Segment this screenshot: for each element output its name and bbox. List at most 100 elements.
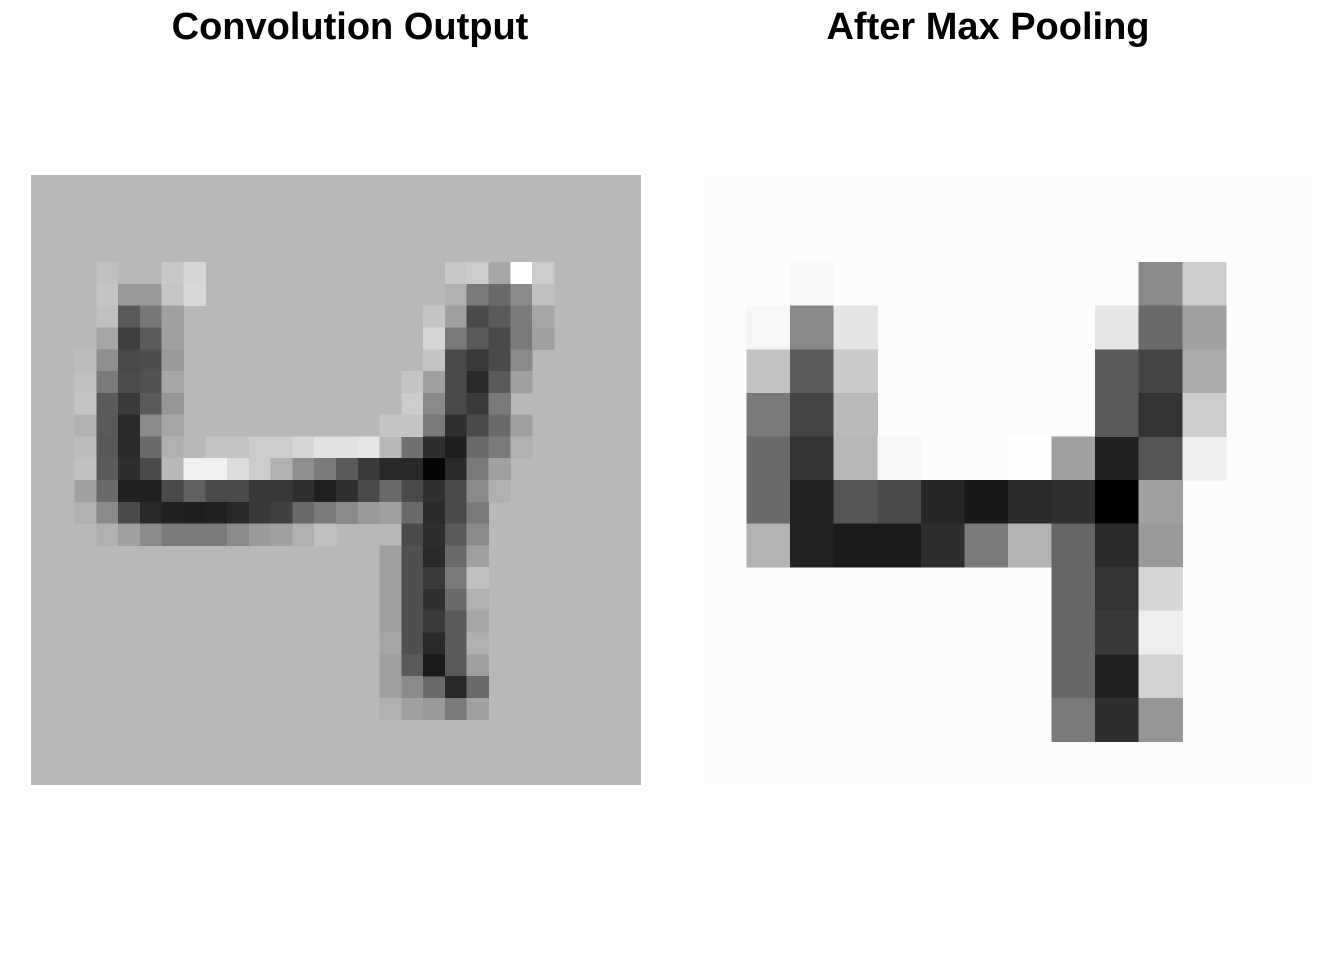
pool-cell-r7-c10: [1138, 480, 1183, 525]
conv-cell-r9-c5: [139, 371, 163, 394]
conv-cell-r6-c4: [118, 305, 141, 328]
conv-cell-r12-c21: [488, 436, 511, 459]
conv-cell-r15-c3: [96, 501, 119, 525]
pool-cell-r2-c10: [1138, 262, 1183, 307]
conv-cell-r9-c21: [488, 371, 511, 394]
conv-cell-r15-c10: [248, 501, 272, 525]
conv-cell-r12-c19: [444, 436, 468, 459]
conv-cell-r5-c5: [139, 283, 163, 307]
pool-cell-r12-c10: [1138, 697, 1183, 742]
conv-cell-r4-c20: [466, 262, 489, 285]
conv-cell-r16-c12: [292, 523, 315, 546]
conv-cell-r14-c3: [96, 480, 119, 503]
pool-cell-r6-c2: [790, 436, 835, 481]
pool-cell-r4-c9: [1095, 349, 1140, 394]
conv-cell-r20-c18: [423, 610, 446, 633]
conv-cell-r12-c10: [248, 436, 272, 459]
conv-cell-r19-c20: [466, 588, 489, 612]
conv-cell-r15-c6: [161, 501, 184, 525]
pool-cell-r7-c5: [920, 480, 965, 525]
conv-cell-r18-c19: [444, 567, 468, 590]
conv-cell-r23-c16: [379, 676, 402, 699]
conv-cell-r7-c4: [118, 327, 141, 350]
conv-cell-r13-c20: [466, 458, 489, 481]
conv-cell-r15-c17: [401, 501, 424, 525]
conv-cell-r13-c11: [270, 458, 293, 481]
conv-cell-r16-c5: [139, 523, 163, 546]
conv-cell-r8-c2: [74, 349, 97, 372]
pool-cell-r12-c8: [1051, 697, 1096, 742]
conv-cell-r7-c22: [510, 327, 533, 350]
conv-cell-r18-c16: [379, 567, 402, 590]
conv-cell-r8-c22: [510, 349, 533, 372]
conv-cell-r16-c17: [401, 523, 424, 546]
conv-cell-r17-c20: [466, 545, 489, 568]
conv-cell-r13-c21: [488, 458, 511, 481]
conv-cell-r9-c19: [444, 371, 468, 394]
conv-cell-r16-c10: [248, 523, 272, 546]
pool-cell-r7-c3: [833, 480, 878, 525]
pool-cell-r10-c10: [1138, 610, 1183, 655]
conv-cell-r20-c16: [379, 610, 402, 633]
conv-cell-r7-c6: [161, 327, 184, 350]
conv-cell-r4-c6: [161, 262, 184, 285]
conv-cell-r10-c4: [118, 392, 141, 416]
conv-cell-r15-c2: [74, 501, 97, 525]
conv-cell-r14-c5: [139, 480, 163, 503]
conv-cell-r10-c18: [423, 392, 446, 416]
pool-cell-r6-c1: [746, 436, 791, 481]
conv-cell-r4-c23: [532, 262, 555, 285]
conv-cell-r11-c2: [74, 414, 97, 437]
pool-cell-r3-c1: [746, 305, 791, 350]
conv-cell-r11-c5: [139, 414, 163, 437]
conv-cell-r15-c13: [314, 501, 337, 525]
conv-cell-r9-c18: [423, 371, 446, 394]
conv-cell-r20-c19: [444, 610, 468, 633]
pool-cell-r6-c3: [833, 436, 878, 481]
conv-cell-r8-c6: [161, 349, 184, 372]
conv-cell-r9-c3: [96, 371, 119, 394]
conv-cell-r13-c2: [74, 458, 97, 481]
conv-cell-r5-c22: [510, 283, 533, 307]
conv-cell-r23-c17: [401, 676, 424, 699]
conv-cell-r8-c5: [139, 349, 163, 372]
pool-cell-r9-c10: [1138, 567, 1183, 612]
conv-cell-r12-c17: [401, 436, 424, 459]
conv-cell-r9-c17: [401, 371, 424, 394]
conv-cell-r21-c20: [466, 632, 489, 655]
conv-cell-r16-c13: [314, 523, 337, 546]
conv-cell-r7-c3: [96, 327, 119, 350]
conv-cell-r14-c8: [205, 480, 228, 503]
conv-cell-r5-c19: [444, 283, 468, 307]
conv-cell-r7-c5: [139, 327, 163, 350]
conv-cell-r15-c5: [139, 501, 163, 525]
conv-cell-r12-c14: [336, 436, 359, 459]
conv-cell-r24-c20: [466, 697, 489, 721]
conv-cell-r13-c12: [292, 458, 315, 481]
pool-cell-r3-c9: [1095, 305, 1140, 350]
conv-cell-r16-c20: [466, 523, 489, 546]
conv-cell-r6-c23: [532, 305, 555, 328]
conv-cell-r14-c14: [336, 480, 359, 503]
convolution-heatmap: [31, 175, 641, 785]
pool-cell-r4-c3: [833, 349, 878, 394]
conv-cell-r18-c17: [401, 567, 424, 590]
pool-cell-r7-c4: [877, 480, 922, 525]
conv-cell-r22-c18: [423, 654, 446, 677]
conv-cell-r13-c8: [205, 458, 228, 481]
pool-cell-r10-c9: [1095, 610, 1140, 655]
conv-cell-r11-c21: [488, 414, 511, 437]
conv-cell-r19-c19: [444, 588, 468, 612]
pool-cell-r12-c9: [1095, 697, 1140, 742]
chart-title-convolution: Convolution Output: [171, 6, 529, 48]
conv-cell-r7-c21: [488, 327, 511, 350]
conv-cell-r8-c21: [488, 349, 511, 372]
pool-cell-r5-c2: [790, 392, 835, 437]
chart-title-max-pooling: After Max Pooling: [826, 6, 1150, 48]
conv-cell-r12-c13: [314, 436, 337, 459]
conv-cell-r14-c2: [74, 480, 97, 503]
conv-cell-r15-c12: [292, 501, 315, 525]
pool-cell-r8-c3: [833, 523, 878, 568]
conv-cell-r15-c16: [379, 501, 402, 525]
conv-cell-r24-c19: [444, 697, 468, 721]
